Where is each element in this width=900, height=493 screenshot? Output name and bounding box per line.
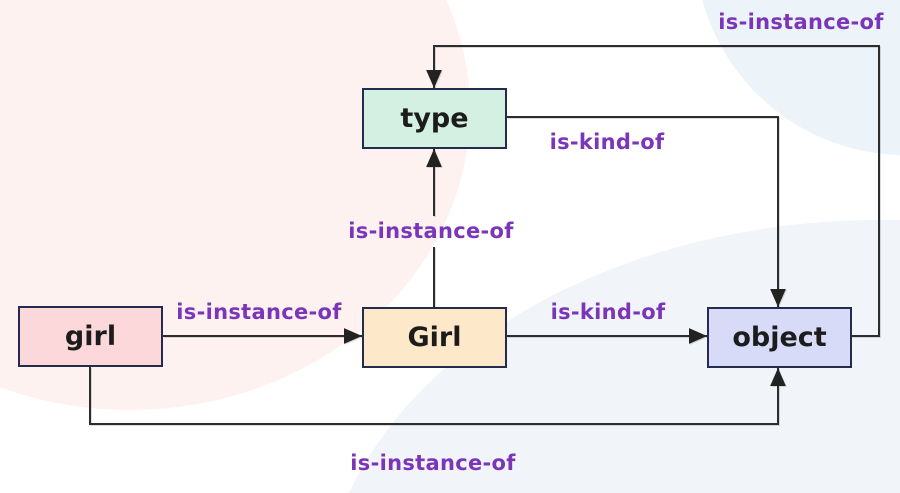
edge-label-Girl-to-object: is-kind-of: [550, 300, 666, 324]
node-object: object: [707, 307, 852, 368]
node-type: type: [362, 88, 507, 149]
edge-label-girl-to-Girl: is-instance-of: [176, 300, 342, 324]
edge-label-object-to-type: is-instance-of: [718, 10, 884, 34]
top-right-blue-blob: [702, 0, 900, 155]
edge-label-girl-to-object: is-instance-of: [350, 451, 516, 475]
arrow-girl-to-object: [89, 367, 786, 425]
edge-label-Girl-to-type: is-instance-of: [348, 219, 514, 243]
node-girl-class: Girl: [362, 307, 507, 368]
arrow-type-to-object: [507, 116, 786, 307]
edge-label-type-to-object: is-kind-of: [549, 130, 665, 154]
node-girl: girl: [18, 306, 163, 367]
arrow-object-to-type: [426, 45, 880, 337]
